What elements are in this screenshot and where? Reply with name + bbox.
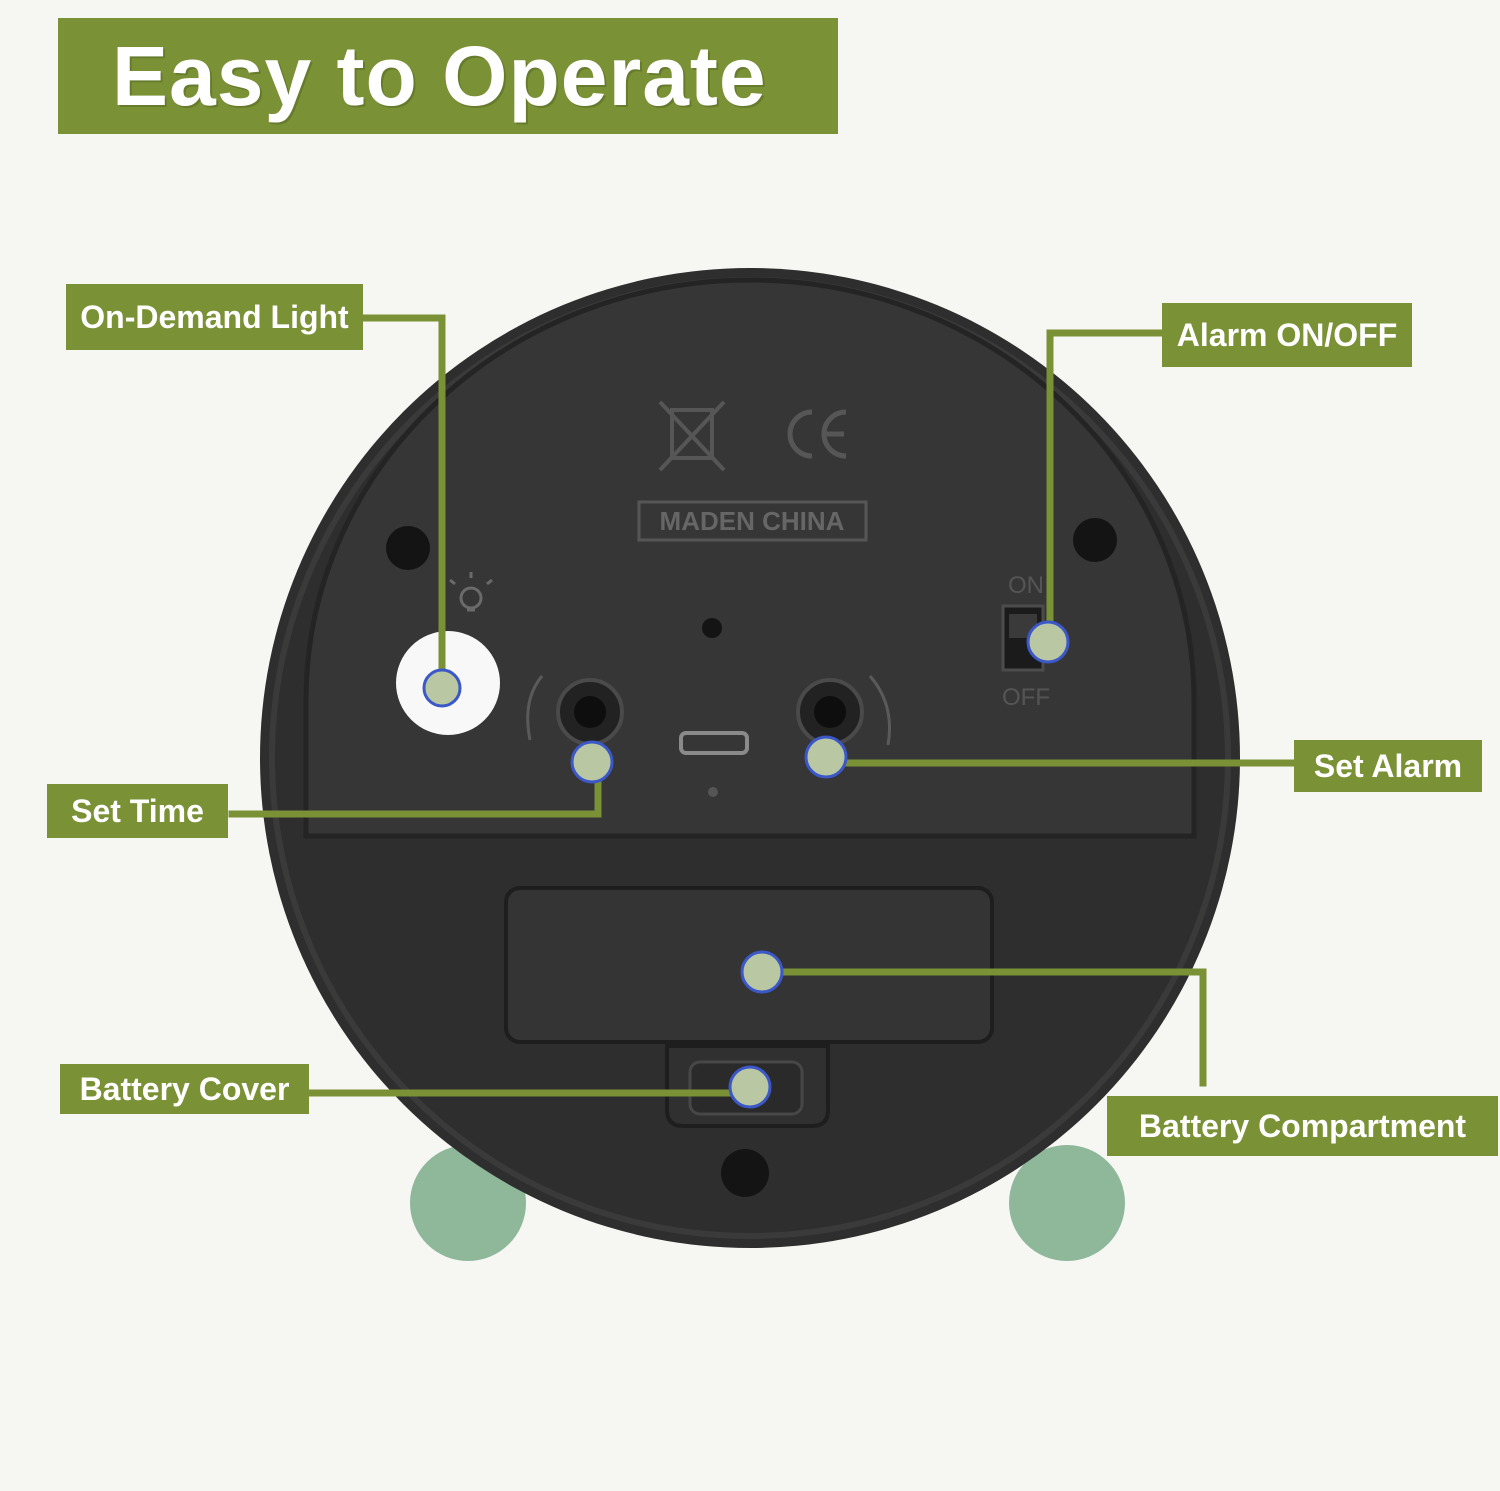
light-bulb-icon (449, 572, 493, 612)
callout-lines (228, 314, 1298, 1097)
switch-off-text: OFF (1002, 684, 1050, 711)
marker-battery-cover (728, 1065, 772, 1109)
label-battery-compartment: Battery Compartment (1107, 1096, 1498, 1156)
label-battery-cover: Battery Cover (60, 1064, 309, 1114)
marker-alarm-switch (1026, 620, 1070, 664)
hanging-hole (721, 1149, 769, 1197)
ce-mark-icon (787, 409, 847, 459)
marker-set-alarm (804, 735, 848, 779)
upper-panel (303, 277, 1197, 839)
leader-battery-compartment (758, 968, 1207, 1087)
leader-light (359, 314, 446, 692)
screw-hole-left (386, 526, 430, 570)
set-alarm-knob[interactable] (796, 678, 864, 746)
label-on-demand-light: On-Demand Light (66, 284, 363, 350)
page-title: Easy to Operate (112, 28, 767, 123)
reset-pinhole (708, 787, 718, 797)
right-foot (1009, 1145, 1125, 1261)
callout-markers (422, 620, 1070, 1109)
leader-alarm-switch (1046, 329, 1166, 646)
usb-port (679, 731, 749, 755)
label-set-time: Set Time (47, 784, 228, 838)
label-set-alarm: Set Alarm (1294, 740, 1482, 792)
label-alarm-on-off: Alarm ON/OFF (1162, 303, 1412, 367)
switch-on-text: ON (1008, 572, 1044, 599)
title-banner: Easy to Operate (58, 18, 838, 134)
marker-battery-compartment (740, 950, 784, 994)
weee-bin-icon (658, 400, 726, 472)
bell-arrow-icon (868, 675, 892, 746)
marker-light (422, 668, 462, 708)
rotate-arrow-left-icon (526, 675, 544, 741)
marker-set-time (570, 740, 614, 784)
made-in-plate (637, 500, 868, 542)
made-in-text: MADEN CHINA (660, 506, 845, 536)
mic-hole (702, 618, 722, 638)
set-time-knob[interactable] (556, 678, 624, 746)
screw-hole-right (1073, 518, 1117, 562)
